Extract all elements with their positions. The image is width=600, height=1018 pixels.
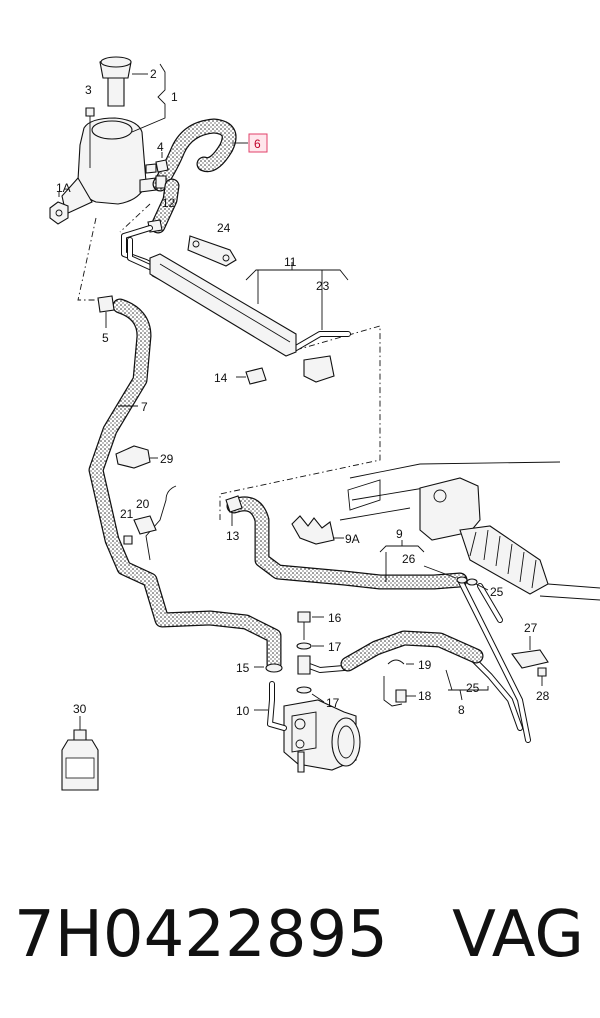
- return-hose-6: [152, 118, 248, 192]
- pressure-hose-7: [88, 298, 282, 672]
- callout-5: 5: [102, 331, 109, 345]
- callout-28: 28: [536, 689, 550, 703]
- callout-17-lower: 17: [326, 696, 340, 710]
- pressure-line-8: [301, 630, 523, 731]
- bolt-28: [537, 667, 547, 677]
- callout-6-box: [248, 133, 268, 153]
- callout-9a: 9A: [345, 532, 360, 546]
- callout-30: 30: [73, 702, 87, 716]
- callout-26: 26: [402, 552, 416, 566]
- callout-14: 14: [214, 371, 228, 385]
- callout-20: 20: [136, 497, 150, 511]
- part-number: 7H0422895: [14, 898, 388, 972]
- callout-1a: 1A: [56, 181, 71, 195]
- clamp-29: [115, 445, 151, 469]
- bracket-23: [303, 355, 335, 383]
- callout-2: 2: [150, 67, 157, 81]
- bolt-14: [245, 367, 267, 385]
- bracket-18: [395, 689, 407, 703]
- callout-27: 27: [524, 621, 538, 635]
- callout-23: 23: [316, 279, 330, 293]
- bracket-27: [511, 649, 549, 669]
- bolt-21: [123, 535, 133, 545]
- clamp-15: [265, 663, 283, 673]
- callout-8: 8: [458, 703, 465, 717]
- callout-15: 15: [236, 661, 250, 675]
- callout-29: 29: [160, 452, 174, 466]
- callout-1: 1: [171, 90, 178, 104]
- banjo-bolt-16: [297, 611, 311, 623]
- footer: 7H0422895 VAG: [0, 890, 600, 990]
- callout-17-upper: 17: [328, 640, 342, 654]
- callout-16: 16: [328, 611, 342, 625]
- steering-rack: [339, 461, 600, 601]
- callout-25-upper: 25: [490, 585, 504, 599]
- clip-9a: [291, 515, 335, 545]
- cooling-pipe-assembly-11: [121, 225, 351, 357]
- reservoir-assembly: [49, 56, 166, 225]
- callout-18: 18: [418, 689, 432, 703]
- callout-3: 3: [85, 83, 92, 97]
- callout-10: 10: [236, 704, 250, 718]
- brand-label: VAG: [452, 898, 584, 972]
- seal-17-upper: [296, 642, 312, 650]
- seal-17-lower: [296, 686, 312, 694]
- callout-6: 6: [254, 137, 261, 151]
- callout-12: 12: [162, 196, 176, 210]
- power-steering-exploded-diagram: 2 1 3 1A 6 4 12 11 23 24: [49, 56, 600, 791]
- callout-21: 21: [120, 507, 134, 521]
- callout-7: 7: [141, 400, 148, 414]
- return-hose-9: [226, 496, 531, 743]
- bracket-24: [187, 235, 237, 267]
- clamp-4: [155, 159, 169, 173]
- bracket-20: [133, 515, 157, 535]
- callout-13: 13: [226, 529, 240, 543]
- nut-1a: [49, 201, 69, 225]
- callout-11: 11: [284, 255, 297, 269]
- steering-pump: [283, 699, 361, 773]
- callout-19: 19: [418, 658, 432, 672]
- clamp-5: [97, 295, 115, 313]
- clamp-13: [225, 495, 243, 513]
- hydraulic-fluid-bottle-30: [61, 716, 99, 791]
- callout-24: 24: [217, 221, 231, 235]
- dipstick: [107, 77, 125, 107]
- callout-4: 4: [157, 140, 164, 154]
- callout-25-lower: 25: [466, 681, 480, 695]
- callout-9: 9: [396, 527, 403, 541]
